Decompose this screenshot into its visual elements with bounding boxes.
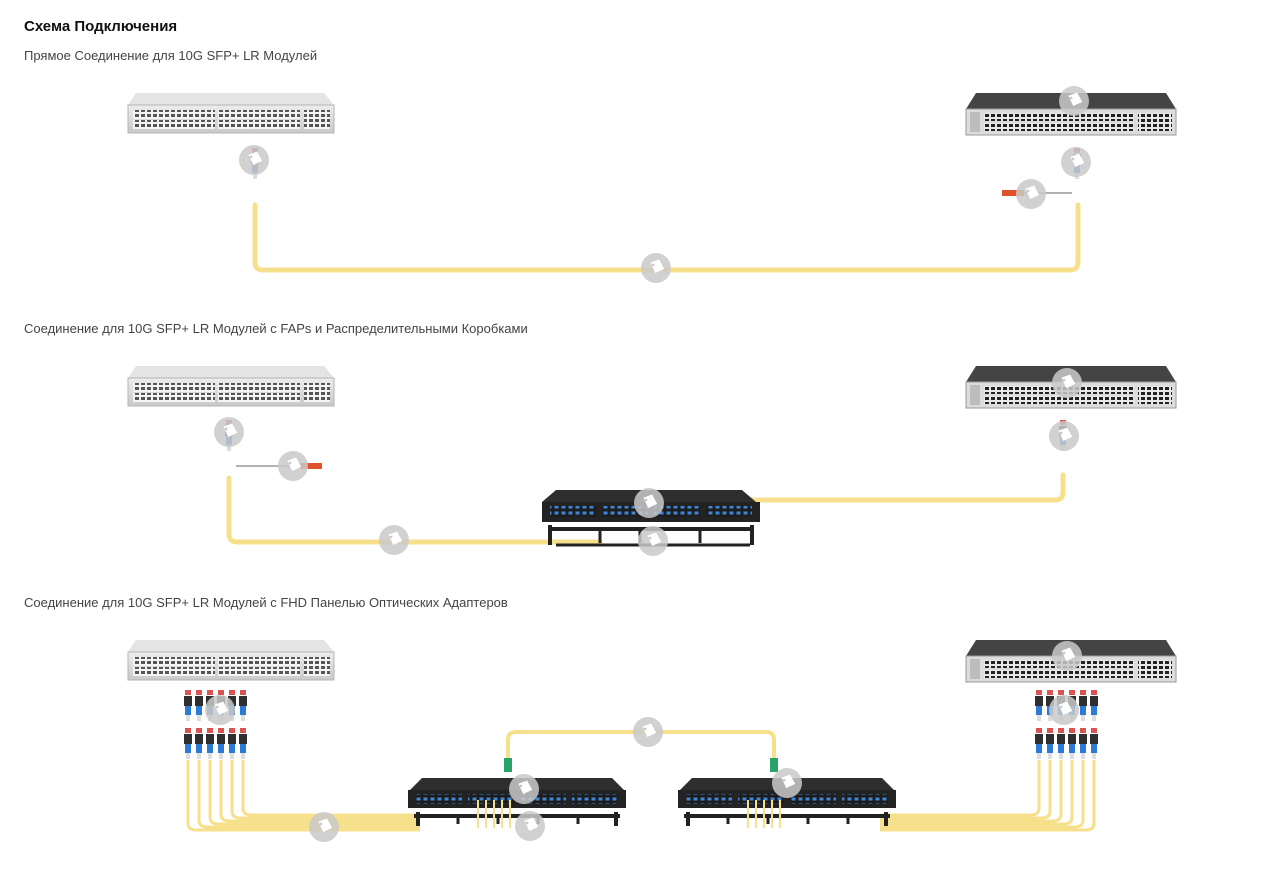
tag-icon[interactable]: [638, 526, 668, 556]
tag-icon[interactable]: [379, 525, 409, 555]
mpo-connector-icon: [504, 758, 778, 772]
section-title-faps: Соединение для 10G SFP+ LR Модулей с FAP…: [24, 321, 528, 336]
fiber-bundle-left: [186, 760, 420, 832]
section-title-fhd: Соединение для 10G SFP+ LR Модулей с FHD…: [24, 595, 508, 610]
tag-icon[interactable]: [1052, 368, 1082, 398]
section-fhd: [127, 639, 1177, 842]
tag-icon[interactable]: [633, 717, 663, 747]
tag-icon[interactable]: [509, 774, 539, 804]
tag-icon[interactable]: [214, 417, 244, 447]
tag-icon[interactable]: [1049, 421, 1079, 451]
tag-icon[interactable]: [239, 145, 269, 175]
tag-icon[interactable]: [641, 253, 671, 283]
section-direct: [127, 86, 1177, 283]
tag-icon[interactable]: [772, 768, 802, 798]
tag-icon[interactable]: [1052, 641, 1082, 671]
tag-icon[interactable]: [634, 488, 664, 518]
switch-icon: [127, 365, 335, 407]
tag-icon[interactable]: [515, 811, 545, 841]
tag-icon[interactable]: [1059, 86, 1089, 116]
section-title-direct: Прямое Соединение для 10G SFP+ LR Модуле…: [24, 48, 318, 63]
fiber-bundle-right: [880, 760, 1096, 832]
switch-icon: [127, 639, 335, 681]
tag-icon[interactable]: [309, 812, 339, 842]
tag-icon[interactable]: [1016, 179, 1046, 209]
tag-icon[interactable]: [1061, 147, 1091, 177]
page-title: Схема Подключения: [24, 18, 178, 35]
tag-icon[interactable]: [205, 695, 235, 725]
tag-icon[interactable]: [1049, 695, 1079, 725]
section-faps: [127, 365, 1177, 556]
switch-icon: [127, 92, 335, 134]
tag-icon[interactable]: [278, 451, 308, 481]
